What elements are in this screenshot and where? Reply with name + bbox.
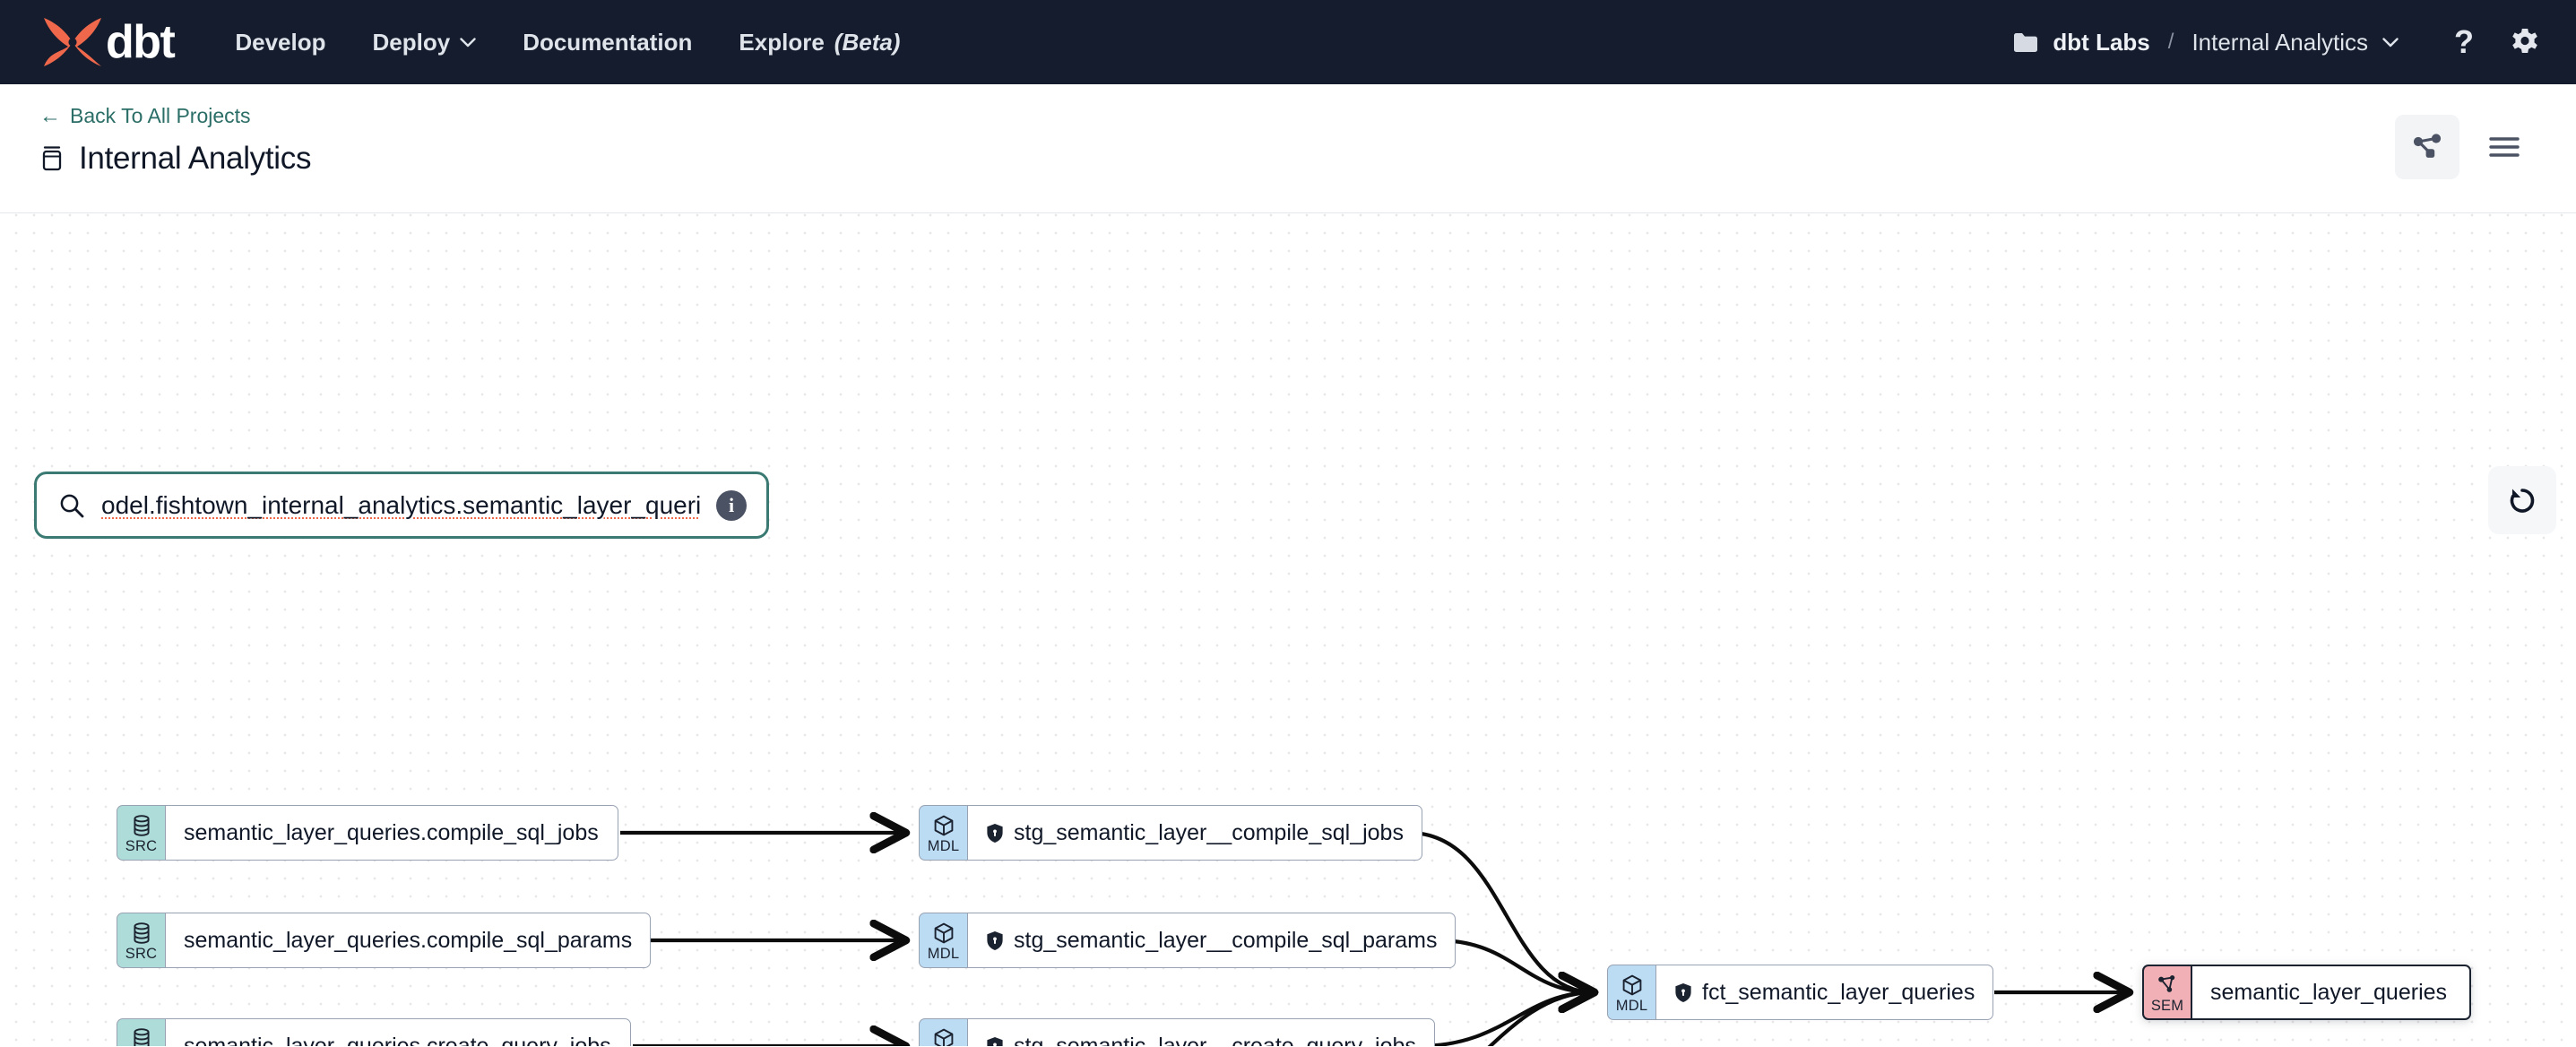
shield-icon [987,823,1003,843]
lineage-nodes: SRC semantic_layer_queries.compile_sql_j… [0,213,2576,1046]
nav-link-deploy-label: Deploy [372,28,451,56]
project-subheader: ← Back To All Projects Internal Analytic… [0,84,2576,213]
node-src-compile-sql-params[interactable]: SRC semantic_layer_queries.compile_sql_p… [117,913,652,968]
search-icon [60,494,84,517]
node-label: semantic_layer_queries.create_query_jobs [184,1033,611,1047]
breadcrumb-org[interactable]: dbt Labs [2053,28,2150,56]
dbt-logo[interactable]: dbt [39,14,176,70]
node-mdl-stg-compile-sql-params[interactable]: MDL stg_semantic_layer__compile_sql_para… [919,913,1457,968]
node-type-label: MDL [927,837,960,854]
lineage-graph-view-button[interactable] [2395,115,2459,179]
node-type-label: SEM [2150,997,2184,1014]
page-title-row: Internal Analytics [39,141,2537,177]
cube-icon [1622,974,1641,996]
node-body: semantic_layer_queries.create_query_jobs [165,1018,631,1046]
page-title: Internal Analytics [79,141,312,176]
nav-link-explore[interactable]: Explore (Beta) [739,29,900,56]
top-navigation-bar: dbt Develop Deploy Documentation Explore… [0,0,2576,84]
database-cylinder-icon [133,1028,150,1046]
node-type-badge-mdl: MDL [919,1018,967,1046]
nav-link-deploy[interactable]: Deploy [373,29,477,56]
nav-link-documentation[interactable]: Documentation [523,29,692,56]
reset-view-button[interactable] [2488,466,2556,534]
list-view-icon [2489,137,2520,157]
nav-link-explore-beta-tag: (Beta) [834,28,901,56]
nav-right-cluster: dbt Labs / Internal Analytics ? [2013,23,2540,61]
shield-icon [987,930,1003,950]
node-type-badge-mdl: MDL [919,805,967,861]
help-icon[interactable]: ? [2454,23,2474,60]
node-type-badge-src: SRC [117,1018,165,1046]
node-type-badge-src: SRC [117,805,165,861]
cube-icon [934,1028,953,1046]
node-search-box[interactable]: odel.fishtown_internal_analytics.semanti… [34,472,769,539]
semantic-model-icon [2158,974,2175,992]
database-cylinder-icon [133,922,150,944]
breadcrumb-project[interactable]: Internal Analytics [2191,28,2368,56]
node-label: stg_semantic_layer__compile_sql_jobs [1014,819,1404,845]
dbt-logo-text: dbt [106,16,176,68]
breadcrumb: dbt Labs / Internal Analytics [2013,29,2399,56]
shield-icon [987,1036,1003,1046]
settings-button[interactable] [2510,27,2540,57]
chevron-down-icon[interactable] [2382,37,2399,48]
node-mdl-stg-compile-sql-jobs[interactable]: MDL stg_semantic_layer__compile_sql_jobs [919,805,1422,861]
node-body: semantic_layer_queries [2191,965,2471,1020]
folder-icon [2014,32,2038,52]
node-label: semantic_layer_queries.compile_sql_jobs [184,819,599,845]
nav-link-documentation-label: Documentation [523,28,693,56]
view-mode-toggle [2395,115,2537,179]
nav-link-develop-label: Develop [235,28,326,56]
back-to-all-projects-link[interactable]: ← Back To All Projects [39,104,251,128]
reset-view-icon [2510,489,2535,513]
node-type-label: MDL [1615,997,1648,1014]
node-type-label: SRC [125,945,158,962]
node-src-create-query-jobs[interactable]: SRC semantic_layer_queries.create_query_… [117,1018,631,1046]
node-label: stg_semantic_layer__create_query_jobs [1014,1033,1416,1047]
cube-icon [934,815,953,836]
node-body: stg_semantic_layer__create_query_jobs [967,1018,1435,1046]
node-label: semantic_layer_queries [2210,979,2448,1005]
chevron-down-icon [460,37,476,47]
nav-link-develop[interactable]: Develop [235,29,325,56]
node-type-badge-mdl: MDL [919,913,967,968]
node-type-label: SRC [125,837,158,854]
node-type-badge-src: SRC [117,913,165,968]
list-view-button[interactable] [2472,115,2537,179]
node-type-label: MDL [927,945,960,962]
node-mdl-stg-create-query-jobs[interactable]: MDL stg_semantic_layer__create_query_job… [919,1018,1435,1046]
search-input[interactable]: odel.fishtown_internal_analytics.semanti… [101,490,700,519]
node-mdl-fct-semantic-layer-queries[interactable]: MDL fct_semantic_layer_queries [1607,965,1994,1020]
node-label: stg_semantic_layer__compile_sql_params [1014,927,1438,953]
arrow-left-icon: ← [39,103,61,128]
node-body: semantic_layer_queries.compile_sql_param… [165,913,652,968]
database-cylinder-icon [133,815,150,836]
lineage-graph-icon [2413,134,2442,158]
node-body: stg_semantic_layer__compile_sql_jobs [967,805,1422,861]
nav-link-explore-label: Explore [739,28,825,56]
breadcrumb-separator: / [2167,30,2174,54]
node-type-badge-mdl: MDL [1607,965,1655,1020]
dbt-logo-mark [44,18,101,66]
shield-icon [1675,982,1691,1002]
node-body: semantic_layer_queries.compile_sql_jobs [165,805,618,861]
node-src-compile-sql-jobs[interactable]: SRC semantic_layer_queries.compile_sql_j… [117,805,618,861]
cube-icon [934,922,953,944]
node-type-badge-sem: SEM [2142,965,2191,1020]
node-sem-semantic-layer-queries[interactable]: SEM semantic_layer_queries [2142,965,2471,1020]
lineage-canvas[interactable]: odel.fishtown_internal_analytics.semanti… [0,213,2576,1046]
node-body: stg_semantic_layer__compile_sql_params [967,913,1457,968]
back-to-all-projects-label: Back To All Projects [70,104,251,127]
database-icon [42,146,62,171]
primary-nav-links: Develop Deploy Documentation Explore (Be… [235,29,900,56]
node-label: fct_semantic_layer_queries [1702,979,1975,1005]
node-label: semantic_layer_queries.compile_sql_param… [184,927,633,953]
node-body: fct_semantic_layer_queries [1655,965,1994,1020]
info-icon[interactable]: i [716,489,747,521]
gear-icon [2512,29,2537,53]
